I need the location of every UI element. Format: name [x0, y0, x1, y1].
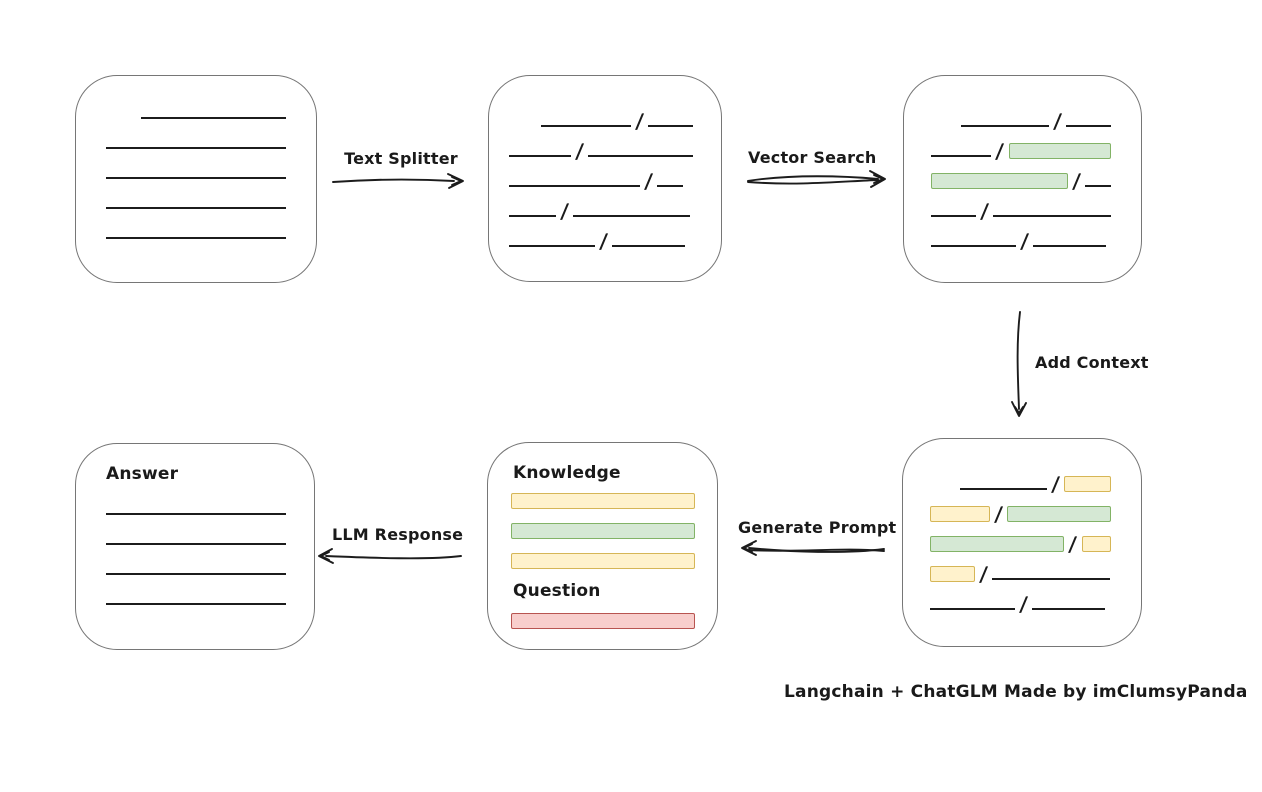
- answer-line: [106, 547, 314, 577]
- chunk-row: /: [509, 99, 699, 133]
- llm-response-label: LLM Response: [332, 525, 464, 544]
- chunk-row: /: [509, 159, 699, 193]
- vector-search-arrow: [747, 170, 886, 188]
- chunk-separator: /: [559, 199, 570, 223]
- chunk-separator: /: [1050, 472, 1061, 496]
- chunk-row: /: [930, 552, 1111, 586]
- knowledge-bar-yellow: [511, 493, 695, 509]
- chunk-row: /: [930, 522, 1111, 556]
- chunk-row: /: [930, 462, 1111, 496]
- chunk-separator: /: [994, 139, 1005, 163]
- text-splitter-label: Text Splitter: [344, 149, 458, 168]
- context-chunk: [930, 566, 975, 582]
- answer-line: [106, 577, 314, 607]
- chunk-separator: /: [643, 169, 654, 193]
- generate-prompt-label: Generate Prompt: [738, 518, 897, 537]
- context-box: / / / / /: [902, 438, 1142, 647]
- knowledge-label: Knowledge: [513, 463, 621, 483]
- context-chunk: [1064, 476, 1111, 492]
- chunk-row: /: [931, 219, 1111, 253]
- knowledge-bar-yellow: [511, 553, 695, 569]
- answer-label: Answer: [106, 464, 179, 484]
- matched-chunk: [930, 536, 1065, 552]
- document-line: [106, 121, 316, 151]
- chunk-separator: /: [1068, 532, 1078, 556]
- question-label: Question: [513, 581, 601, 601]
- chunk-separator: /: [598, 229, 609, 253]
- chunk-separator: /: [1052, 109, 1063, 133]
- question-bar: [511, 613, 695, 629]
- chunk-row: /: [509, 219, 699, 253]
- add-context-label: Add Context: [1035, 353, 1149, 372]
- context-chunk: [930, 506, 991, 522]
- chunk-row: /: [930, 492, 1111, 526]
- chunk-row: /: [931, 129, 1111, 163]
- chunk-row: /: [931, 99, 1111, 133]
- document-line: [106, 181, 316, 211]
- chunk-separator: /: [1018, 592, 1029, 616]
- prompt-box: Knowledge Question: [487, 442, 718, 650]
- chunk-row: /: [930, 582, 1111, 616]
- chunk-row: /: [931, 159, 1111, 193]
- document-line: [106, 91, 316, 121]
- chunk-separator: /: [634, 109, 645, 133]
- source-document-box: [75, 75, 317, 283]
- matched-chunk: [1007, 506, 1111, 522]
- text-splitter-arrow: [332, 173, 464, 189]
- document-line: [106, 211, 316, 241]
- chunk-separator: /: [574, 139, 585, 163]
- chunk-row: /: [509, 129, 699, 163]
- generate-prompt-arrow: [741, 540, 885, 556]
- chunk-separator: /: [979, 199, 990, 223]
- chunk-row: /: [509, 189, 699, 223]
- add-context-arrow: [1011, 311, 1027, 417]
- chunk-separator: /: [1071, 169, 1082, 193]
- answer-box: Answer: [75, 443, 315, 650]
- answer-line: [106, 517, 314, 547]
- vector-search-label: Vector Search: [748, 148, 877, 167]
- document-line: [106, 151, 316, 181]
- matched-chunk: [931, 173, 1068, 189]
- chunk-row: /: [931, 189, 1111, 223]
- vector-search-result-box: / / / / /: [903, 75, 1142, 283]
- llm-response-arrow: [318, 548, 462, 564]
- caption: Langchain + ChatGLM Made by imClumsyPand…: [784, 682, 1248, 702]
- knowledge-bar-green: [511, 523, 695, 539]
- context-chunk: [1081, 536, 1111, 552]
- matched-chunk: [1008, 143, 1111, 159]
- answer-line: [106, 487, 314, 517]
- chunk-separator: /: [1019, 229, 1030, 253]
- chunk-separator: /: [978, 562, 989, 586]
- chunk-separator: /: [993, 502, 1004, 526]
- split-text-box: / / / / /: [488, 75, 722, 282]
